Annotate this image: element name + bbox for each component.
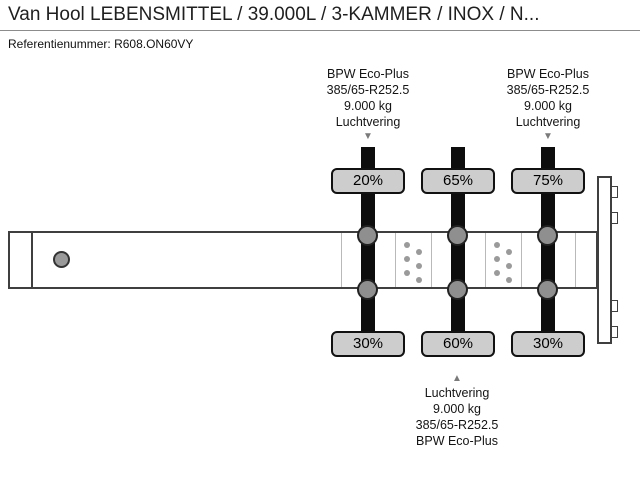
rivet-dot [506,277,512,283]
axle1-load-top-badge: 20% [331,168,405,194]
axle-spec-line: BPW Eco-Plus [416,434,498,448]
rivet-dot [416,277,422,283]
spring-hanger-line [575,233,576,287]
axle-spec-line: 9.000 kg [524,99,572,113]
rivet-dot [416,249,422,255]
axle-spec-line: Luchtvering [424,386,490,400]
axle3-load-top-badge: 75% [511,168,585,194]
rear-frame [597,176,612,344]
spring-hanger-line [341,233,342,287]
up-arrow-icon: ▲ [452,373,462,384]
down-arrow-icon: ▼ [543,131,553,142]
rivet-dot [506,263,512,269]
middle-axle-label: ▲ Luchtvering 9.000 kg 385/65-R252.5 BPW… [367,372,547,449]
axle-spec-line: BPW Eco-Plus [327,67,409,81]
hinge-mark [611,326,618,338]
axle-spec-line: 9.000 kg [433,402,481,416]
suspension-bellow [357,279,378,300]
axle-spec-line: 385/65-R252.5 [506,83,590,97]
rivet-dot [506,249,512,255]
axle3-load-bottom-badge: 30% [511,331,585,357]
axle-spec-line: Luchtvering [335,115,401,129]
beam-front-plate-line [31,231,33,289]
axle-spec-line: Luchtvering [515,115,581,129]
page-title: Van Hool LEBENSMITTEL / 39.000L / 3-KAMM… [8,4,540,25]
spring-hanger-line [521,233,522,287]
reference-value: R608.ON60VY [114,37,194,51]
front-axle-label: BPW Eco-Plus 385/65-R252.5 9.000 kg Luch… [278,66,458,143]
axle-spec-line: 9.000 kg [344,99,392,113]
rivet-dot [494,256,500,262]
rivet-dot [416,263,422,269]
reference-label: Referentienummer: [8,37,111,51]
axle-spec-line: BPW Eco-Plus [507,67,589,81]
header-divider [0,30,640,31]
axle2-load-top-badge: 65% [421,168,495,194]
kingpin-circle [53,251,70,268]
spring-hanger-line [395,233,396,287]
axle1-load-bottom-badge: 30% [331,331,405,357]
rivet-dot [404,242,410,248]
axle2-load-bottom-badge: 60% [421,331,495,357]
hinge-mark [611,300,618,312]
suspension-bellow [537,279,558,300]
suspension-bellow [447,279,468,300]
hinge-mark [611,186,618,198]
reference-line: Referentienummer: R608.ON60VY [8,37,193,51]
rivet-dot [494,270,500,276]
down-arrow-icon: ▼ [363,131,373,142]
spring-hanger-line [485,233,486,287]
rivet-dot [494,242,500,248]
rear-axle-label: BPW Eco-Plus 385/65-R252.5 9.000 kg Luch… [458,66,638,143]
rivet-dot [404,256,410,262]
axle-spec-line: 385/65-R252.5 [326,83,410,97]
suspension-bellow [447,225,468,246]
hinge-mark [611,212,618,224]
spring-hanger-line [431,233,432,287]
axle-spec-line: 385/65-R252.5 [415,418,499,432]
suspension-bellow [357,225,378,246]
suspension-bellow [537,225,558,246]
rivet-dot [404,270,410,276]
